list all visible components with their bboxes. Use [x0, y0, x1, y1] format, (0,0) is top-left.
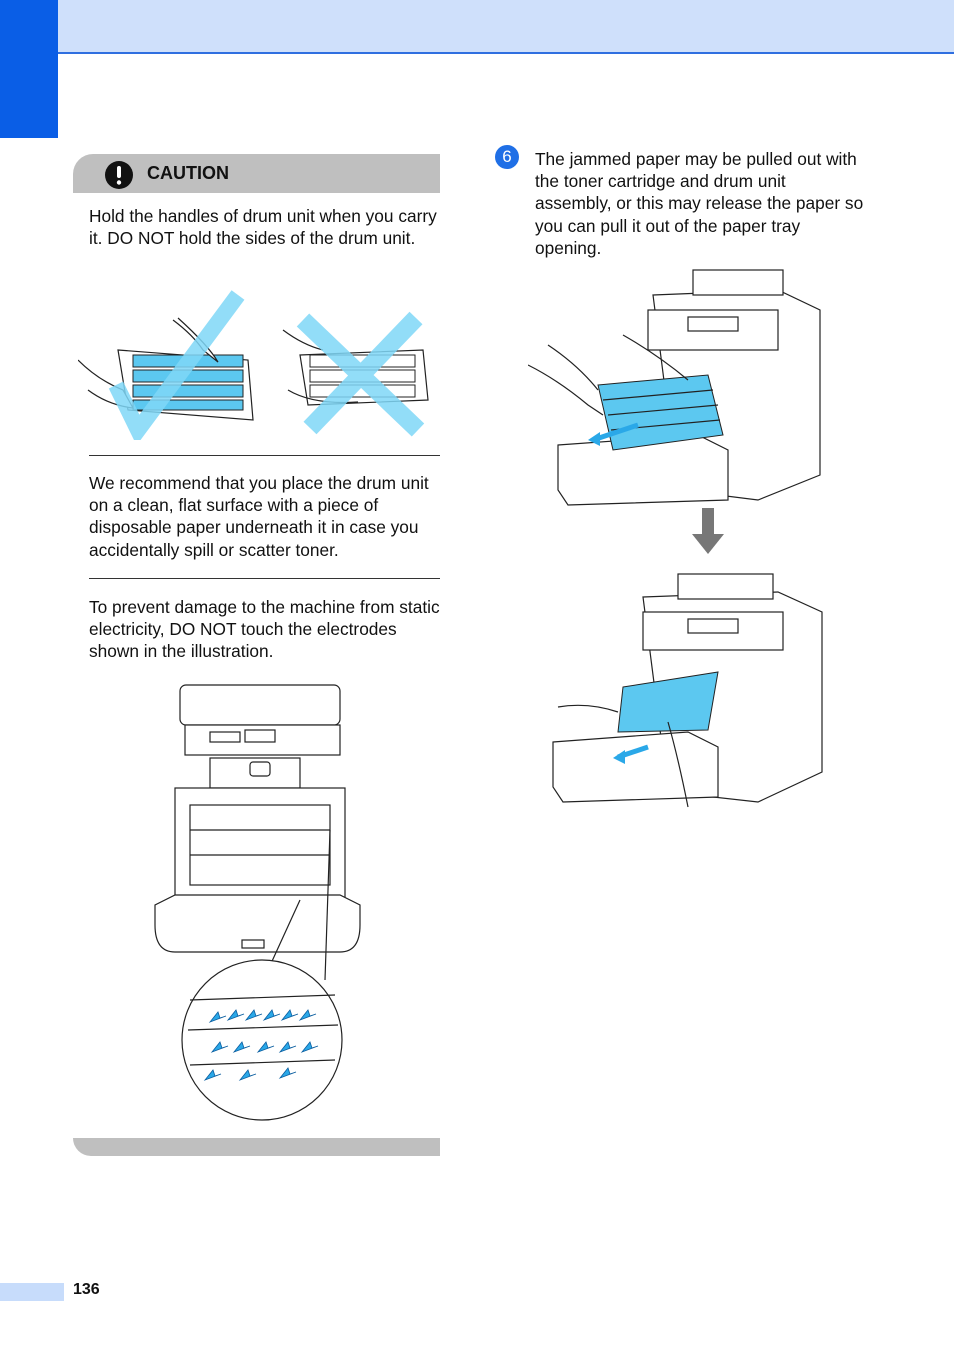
electrodes-illustration	[154, 684, 361, 1121]
drum-unit-drawing	[597, 374, 724, 451]
exclamation-icon	[105, 161, 133, 189]
machine-drawing	[552, 573, 823, 803]
footer-band	[0, 1283, 64, 1301]
chapter-tab	[0, 0, 58, 138]
jammed-paper-drawing	[617, 671, 719, 733]
header-band	[0, 0, 954, 54]
electrodes-closeup	[181, 959, 343, 1121]
cross-mark-icon	[296, 311, 425, 437]
note-static-electricity: To prevent damage to the machine from st…	[89, 597, 440, 662]
divider	[89, 455, 440, 456]
down-arrow-icon	[692, 508, 724, 554]
caution-footer-bar	[73, 1138, 440, 1156]
step-text: The jammed paper may be pulled out with …	[535, 149, 864, 258]
note-clean-surface: We recommend that you place the drum uni…	[89, 473, 429, 560]
pull-arrow-icon	[592, 422, 639, 443]
machine-front-drawing	[154, 684, 361, 953]
machine-drawing	[557, 269, 821, 506]
page-number: 136	[73, 1281, 100, 1298]
caution-text: Hold the handles of drum unit when you c…	[89, 206, 437, 249]
divider	[89, 578, 440, 579]
caution-title: CAUTION	[147, 163, 229, 183]
caution-header-bar	[73, 154, 440, 193]
step-number-badge: 6	[495, 145, 519, 169]
check-mark-icon	[108, 290, 245, 440]
drum-handling-illustration	[78, 290, 429, 440]
remove-paper-illustration	[552, 573, 823, 808]
remove-drum-illustration	[528, 269, 821, 506]
